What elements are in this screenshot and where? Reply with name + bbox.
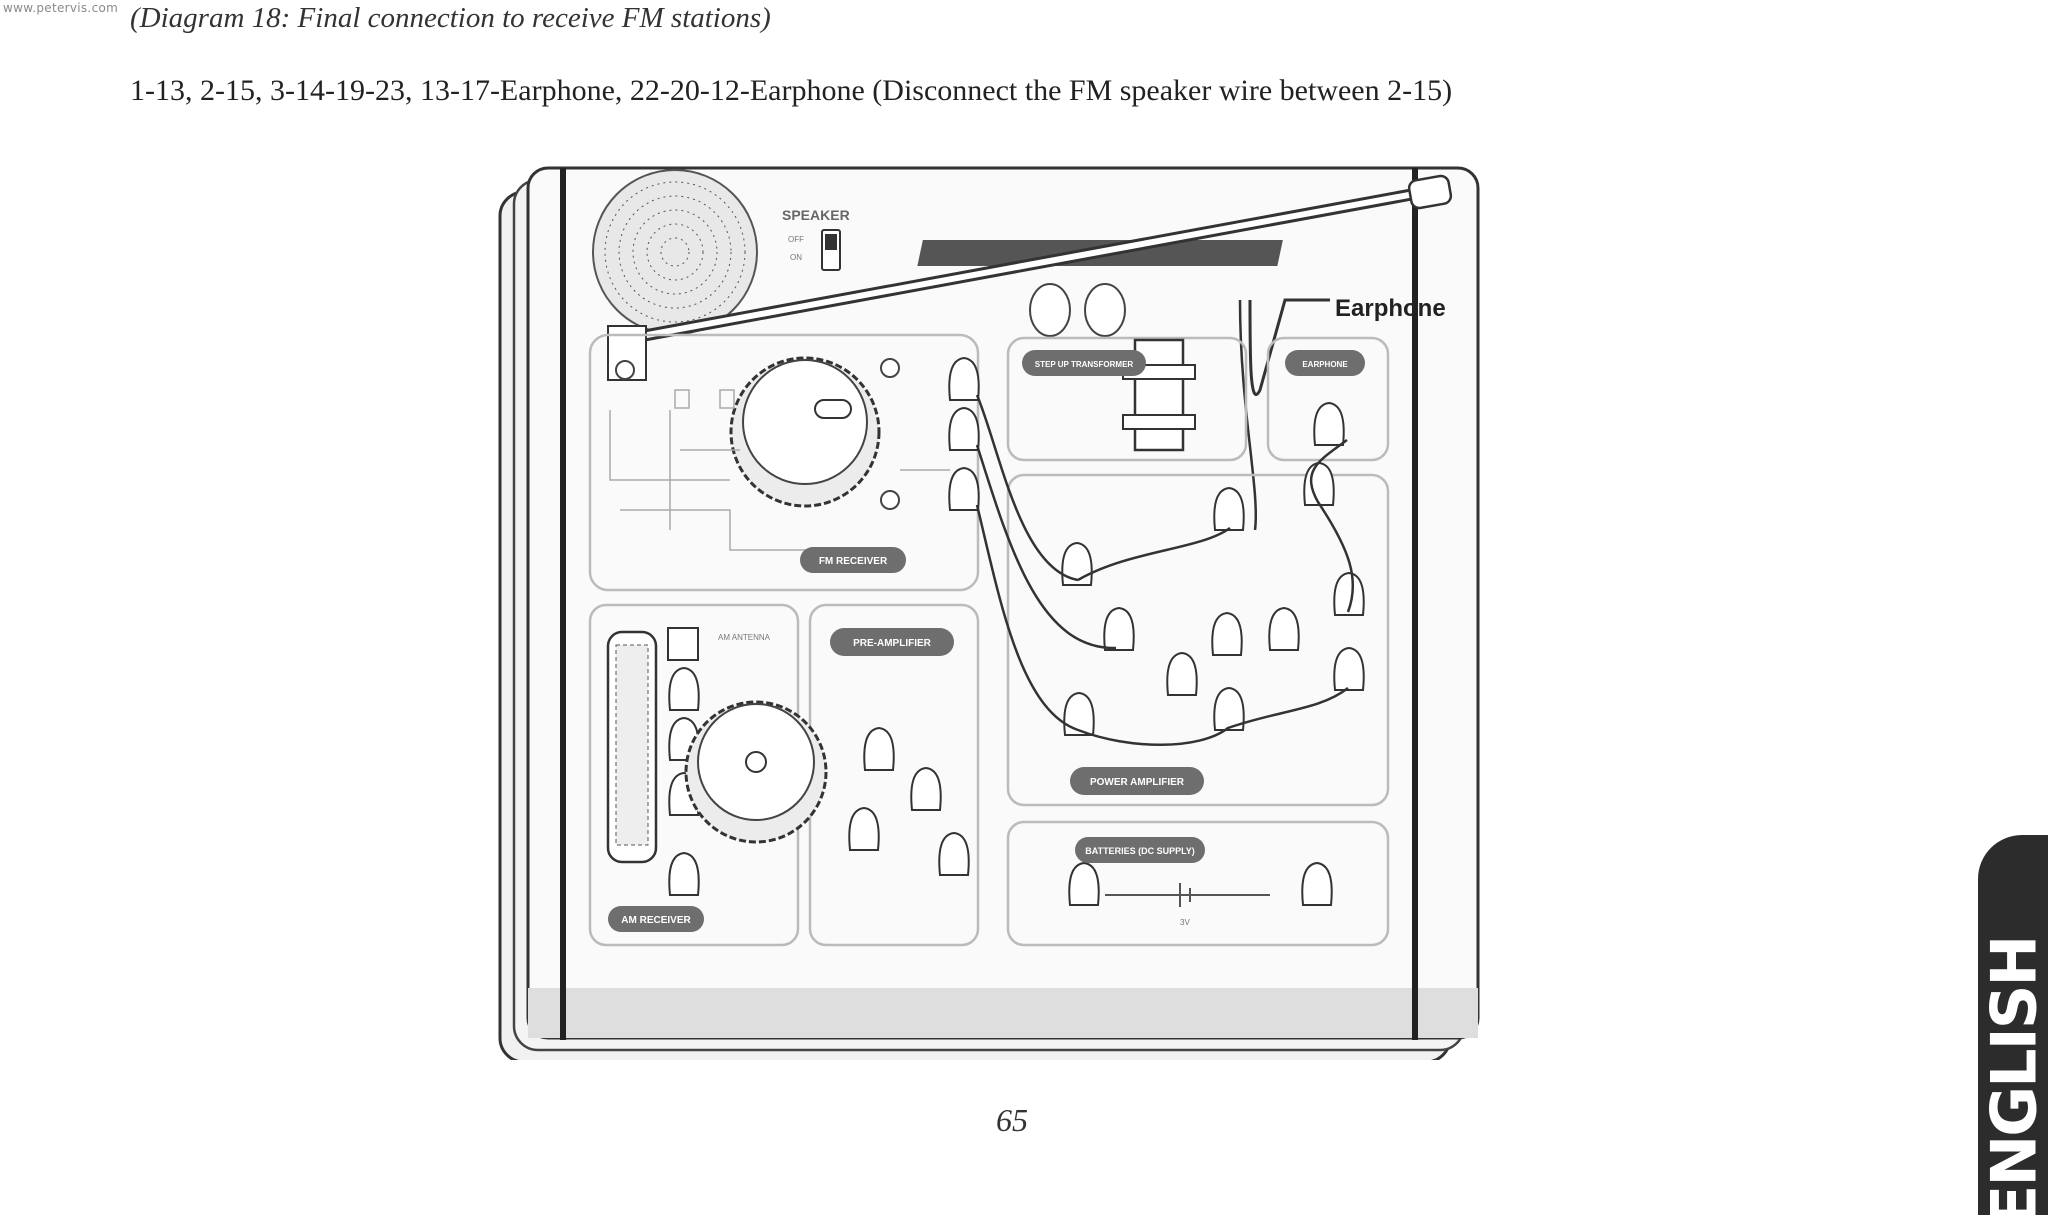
terminal-19 bbox=[1213, 686, 1245, 731]
section-power-amplifier: POWER AMPLIFIER bbox=[1070, 767, 1204, 795]
speaker-grille bbox=[592, 169, 758, 335]
speaker-on-label: ON bbox=[790, 253, 802, 262]
terminal-20 bbox=[1303, 461, 1335, 506]
terminal-3 bbox=[948, 466, 980, 511]
am-tuning-dial[interactable] bbox=[684, 700, 828, 844]
jumper-wires bbox=[975, 394, 1355, 746]
terminal-12 bbox=[1313, 401, 1345, 446]
terminal-7 bbox=[668, 851, 700, 896]
terminal-17 bbox=[1213, 486, 1245, 531]
section-pre-amplifier: PRE-AMPLIFIER bbox=[830, 628, 954, 656]
terminal-22 bbox=[1333, 571, 1365, 616]
svg-text:PRE-AMPLIFIER: PRE-AMPLIFIER bbox=[853, 638, 932, 649]
page-number: 65 bbox=[996, 1102, 1028, 1138]
section-step-up-transformer: STEP UP TRANSFORMER bbox=[1022, 350, 1146, 376]
terminal-4 bbox=[668, 666, 700, 711]
knob-left-icon[interactable] bbox=[1029, 283, 1071, 337]
svg-text:AM RECEIVER: AM RECEIVER bbox=[621, 915, 691, 926]
svg-text:BATTERIES (DC SUPPLY): BATTERIES (DC SUPPLY) bbox=[1085, 846, 1195, 856]
terminal-23 bbox=[1333, 646, 1365, 691]
battery-symbol bbox=[1105, 883, 1270, 907]
svg-text:FM RECEIVER: FM RECEIVER bbox=[819, 556, 888, 567]
terminal-15 bbox=[1103, 606, 1135, 651]
diagram-caption: (Diagram 18: Final connection to receive… bbox=[130, 2, 771, 34]
earphone-cable bbox=[1238, 298, 1330, 531]
terminal-11 bbox=[938, 831, 970, 876]
language-tab-label: ENGLISH bbox=[1977, 936, 2048, 1227]
speaker-off-label: OFF bbox=[788, 235, 804, 244]
connection-instructions: 1-13, 2-15, 3-14-19-23, 13-17-Earphone, … bbox=[130, 74, 1453, 107]
language-tab: ENGLISH bbox=[1977, 835, 2048, 1227]
am-antenna-label: AM ANTENNA bbox=[718, 633, 771, 642]
fm-tuning-dial[interactable] bbox=[729, 356, 881, 508]
circuit-board-diagram: SPEAKER OFF ON Earphone bbox=[480, 150, 1500, 1060]
terminal-24 bbox=[1068, 861, 1100, 906]
step-up-transformer bbox=[1122, 338, 1196, 452]
terminal-13 bbox=[1061, 541, 1093, 586]
section-earphone: EARPHONE bbox=[1285, 350, 1365, 376]
am-ferrite-antenna bbox=[606, 630, 658, 864]
svg-text:STEP UP TRANSFORMER: STEP UP TRANSFORMER bbox=[1035, 360, 1134, 369]
terminal-9 bbox=[848, 806, 880, 851]
terminal-1 bbox=[948, 356, 980, 401]
knob-right-icon[interactable] bbox=[1084, 283, 1126, 337]
terminal-8 bbox=[863, 726, 895, 771]
battery-voltage: 3V bbox=[1180, 918, 1190, 927]
terminal-25 bbox=[1301, 861, 1333, 906]
speaker-label: SPEAKER bbox=[782, 207, 850, 223]
section-fm-receiver: FM RECEIVER bbox=[800, 547, 906, 573]
terminal-14 bbox=[1063, 691, 1095, 736]
section-am-receiver: AM RECEIVER bbox=[608, 906, 704, 932]
watermark: www.petervis.com bbox=[3, 1, 119, 15]
terminal-21 bbox=[1268, 606, 1300, 651]
terminal-18 bbox=[1211, 611, 1243, 656]
terminal-16 bbox=[1166, 651, 1198, 696]
svg-text:POWER AMPLIFIER: POWER AMPLIFIER bbox=[1090, 777, 1185, 788]
terminal-10 bbox=[910, 766, 942, 811]
svg-text:EARPHONE: EARPHONE bbox=[1302, 360, 1348, 369]
telescopic-antenna bbox=[607, 174, 1453, 381]
terminal-2 bbox=[948, 406, 980, 451]
section-batteries: BATTERIES (DC SUPPLY) bbox=[1075, 837, 1205, 863]
earphone-label: Earphone bbox=[1335, 295, 1446, 322]
